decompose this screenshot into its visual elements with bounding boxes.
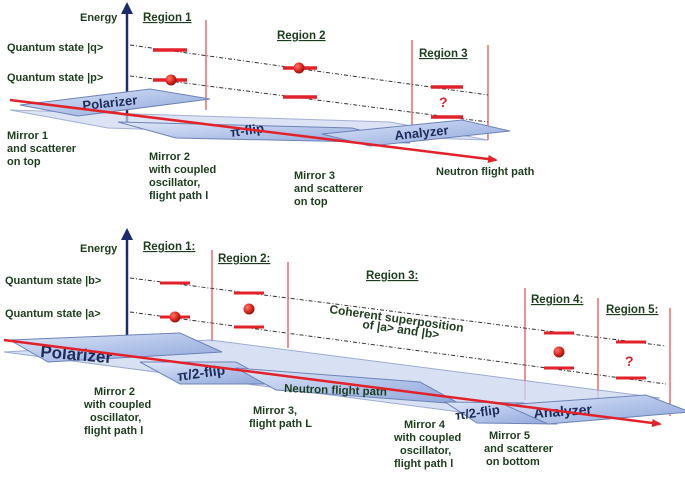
top-flight-path-label: Neutron flight path [436, 166, 535, 178]
bottom-region-5-label: Region 5: [606, 304, 658, 316]
bottom-state-b-label: Quantum state |b> [5, 275, 101, 287]
bottom-region-1-label: Region 1: [143, 241, 195, 253]
bottom-mirror2-line-3: oscillator, [90, 412, 141, 424]
top-mirror2-caption: Mirror 2 with coupled oscillator, flight… [148, 151, 216, 202]
top-mirror3-line-2: and scatterer [294, 183, 364, 195]
bottom-mirror4-line-1: Mirror 4 [404, 419, 446, 431]
bottom-mirror2-line-1: Mirror 2 [94, 386, 135, 398]
bottom-mirror5-line-3: on bottom [486, 456, 540, 468]
bottom-plate-polarizer [8, 332, 223, 363]
bottom-question-mark: ? [625, 353, 634, 369]
top-energy-axis-arrowhead [121, 2, 133, 14]
bottom-mirror4-line-4: flight path l [394, 458, 453, 470]
top-neutron-ball-region2 [293, 62, 305, 74]
bottom-mirror2-line-4: flight path l [84, 425, 143, 437]
top-level-q-line [129, 44, 489, 96]
bottom-mirror3-caption: Mirror 3, flight path L [249, 405, 312, 430]
bottom-mirror2-caption: Mirror 2 with coupled oscillator, flight… [83, 386, 151, 437]
top-region-2-label: Region 2 [277, 30, 326, 42]
top-mirror2-line-3: oscillator, [149, 177, 200, 189]
top-state-p-label: Quantum state |p> [7, 72, 103, 84]
bottom-flight-path-label: Neutron flight path [284, 383, 387, 399]
bottom-energy-axis-arrowhead [121, 228, 133, 240]
top-panel: Energy Quantum state |q> Quantum state |… [7, 2, 535, 208]
top-mirror3-caption: Mirror 3 and scatterer on top [294, 170, 364, 208]
bottom-neutron-ball-region2 [243, 303, 255, 315]
top-mirror2-line-4: flight path l [149, 190, 208, 202]
top-region-3-label: Region 3 [419, 48, 468, 60]
bottom-panel: Energy Quantum state |b> Quantum state |… [3, 228, 685, 470]
top-question-mark: ? [439, 94, 448, 110]
top-mirror1-line-3: on top [7, 156, 41, 168]
bottom-mirror5-line-1: Mirror 5 [489, 430, 530, 442]
bottom-mirror5-line-2: and scatterer [484, 443, 554, 455]
bottom-level-b-line [129, 277, 667, 347]
top-state-q-label: Quantum state |q> [7, 42, 103, 54]
bottom-mirror4-line-2: with coupled [393, 432, 461, 444]
top-mirror1-line-1: Mirror 1 [7, 130, 48, 142]
bottom-region-3-label: Region 3: [366, 270, 418, 282]
bottom-mirror4-caption: Mirror 4 with coupled oscillator, flight… [393, 419, 461, 470]
top-mirror2-line-2: with coupled [148, 164, 216, 176]
top-region-1-label: Region 1 [143, 12, 192, 24]
top-mirror1-line-2: and scatterer [7, 143, 77, 155]
bottom-region-4-label: Region 4: [531, 294, 583, 306]
top-polarizer-label: Polarizer [82, 92, 138, 113]
top-mirror2-line-1: Mirror 2 [149, 151, 190, 163]
top-mirror3-line-3: on top [294, 196, 328, 208]
bottom-state-a-label: Quantum state |a> [5, 308, 101, 320]
top-energy-label: Energy [80, 12, 118, 24]
bottom-level-a-line [129, 311, 667, 385]
top-neutron-beam [9, 98, 498, 163]
bottom-mirror3-line-1: Mirror 3, [253, 405, 297, 417]
bottom-neutron-ball-region1 [169, 311, 181, 323]
top-neutron-ball-region1 [165, 74, 177, 86]
bottom-region-2-label: Region 2: [218, 253, 270, 265]
top-level-p-line [129, 75, 489, 123]
top-plate-polarizer [19, 88, 211, 117]
bottom-flip2-label: π/2-flip [454, 402, 500, 423]
top-mirror1-caption: Mirror 1 and scatterer on top [7, 130, 77, 168]
bottom-plate-analyzer [504, 394, 685, 425]
top-mirror3-line-1: Mirror 3 [294, 170, 335, 182]
top-analyzer-label: Analyzer [394, 122, 449, 143]
bottom-energy-label: Energy [80, 243, 118, 255]
bottom-mirror3-line-2: flight path L [249, 418, 312, 430]
bottom-mirror5-caption: Mirror 5 and scatterer on bottom [484, 430, 554, 468]
bottom-neutron-ball-region4 [553, 346, 565, 358]
bottom-mirror2-line-2: with coupled [83, 399, 151, 411]
bottom-mirror4-line-3: oscillator, [400, 445, 451, 457]
bottom-neutron-beam [3, 338, 662, 427]
